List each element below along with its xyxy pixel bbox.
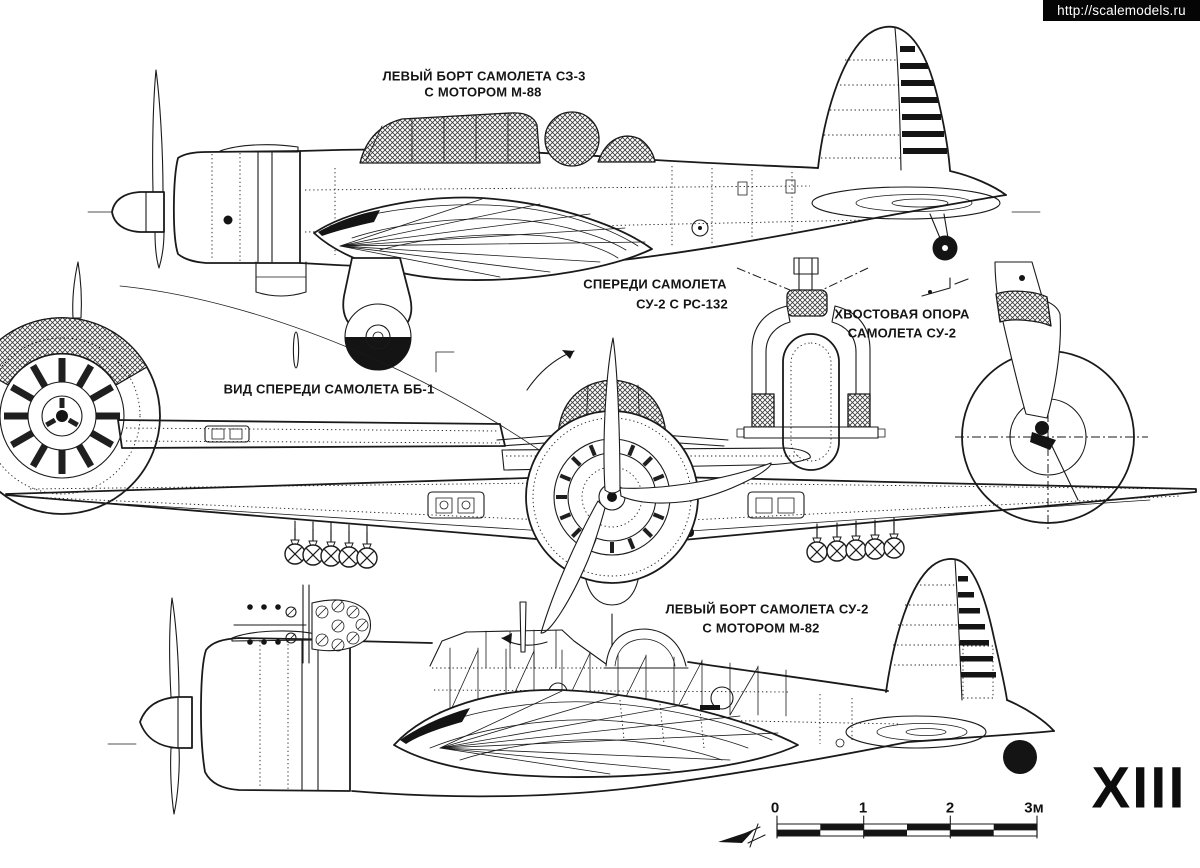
tailwheel-side-detail-drawing <box>921 261 1148 532</box>
front-view-su2-drawing <box>5 337 1197 647</box>
scale-plane-icon <box>718 823 766 848</box>
exhaust-outlet-detail-drawing <box>233 584 372 664</box>
label-tail-support-line2: САМОЛЕТА СУ-2 <box>847 325 957 341</box>
label-sz3-side-view-line2: С МОТОРОМ М-88 <box>424 84 542 100</box>
scale-bar <box>718 815 1038 848</box>
front-view-bb1-drawing <box>0 261 811 515</box>
scale-tick-2: 2 <box>945 799 955 817</box>
tailwheel-front-detail-drawing <box>736 257 886 471</box>
label-su2-side-view-line2: С МОТОРОМ М-82 <box>702 620 820 636</box>
plate-number: XIII <box>1091 755 1187 821</box>
rocket-projectile-icon <box>284 517 905 569</box>
label-tail-support-line1: ХВОСТОВАЯ ОПОРА <box>834 306 970 322</box>
source-url-banner[interactable]: http://scalemodels.ru <box>1043 0 1200 21</box>
scale-tick-3m: 3м <box>1024 799 1044 817</box>
label-su2-front-view-line1: СПЕРЕДИ САМОЛЕТА <box>583 276 727 292</box>
side-view-sz3-drawing <box>87 25 1041 371</box>
scale-tick-0: 0 <box>770 799 780 817</box>
scale-tick-1: 1 <box>858 799 868 817</box>
label-su2-front-view-line2: СУ-2 С РС-132 <box>636 296 728 312</box>
label-bb1-front-view: ВИД СПЕРЕДИ САМОЛЕТА ББ-1 <box>223 381 435 397</box>
label-sz3-side-view-line1: ЛЕВЫЙ БОРТ САМОЛЕТА СЗ-3 <box>382 68 586 84</box>
side-view-su2-drawing <box>107 558 1055 815</box>
label-su2-side-view-line1: ЛЕВЫЙ БОРТ САМОЛЕТА СУ-2 <box>665 601 869 617</box>
